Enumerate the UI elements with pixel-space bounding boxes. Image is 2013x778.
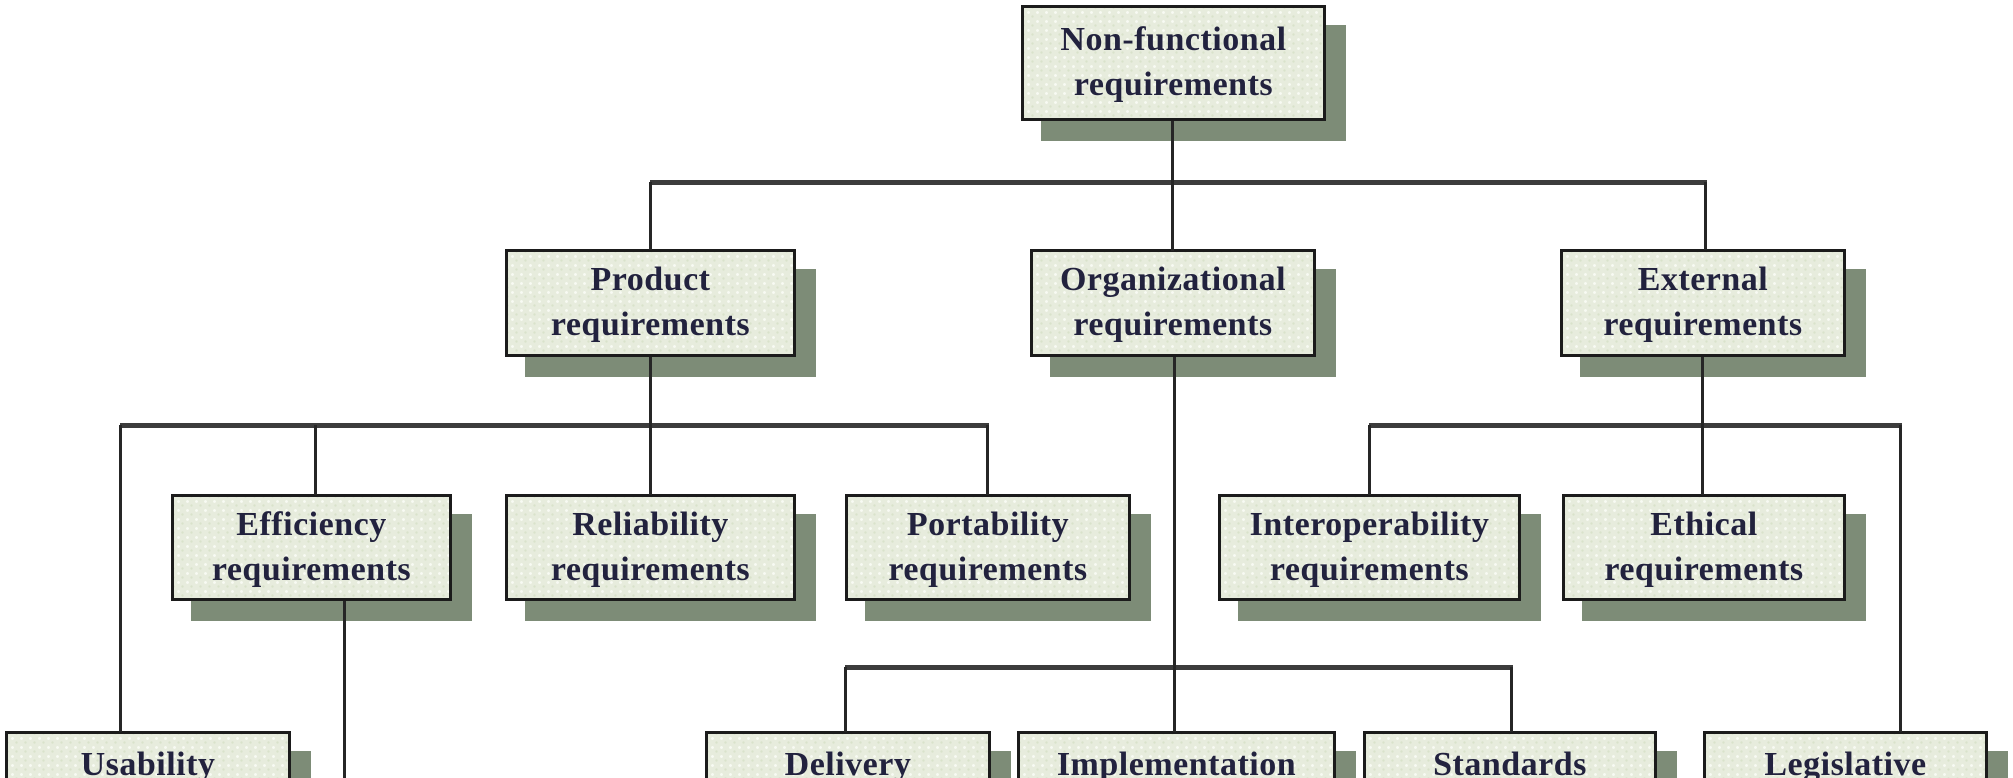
connector-line [1173,357,1176,732]
connector-line [649,182,652,250]
connector-line [986,425,989,495]
node-delivery-requirements: Delivery [705,731,991,778]
node-portability-requirements: Portability requirements [845,494,1131,601]
node-external-requirements: External requirements [1560,249,1846,357]
connector-line [1899,425,1902,732]
connector-line-product-children [120,423,989,428]
connector-line [1171,121,1174,251]
node-reliability-requirements: Reliability requirements [505,494,796,601]
node-label: Delivery [784,746,912,778]
node-interoperability-requirements: Interoperability requirements [1218,494,1521,601]
connector-line [1368,425,1371,495]
node-non-functional-requirements: Non-functional requirements [1021,5,1326,121]
node-implementation-requirements: Implementation [1017,731,1336,778]
connector-line [343,601,346,778]
node-label: Organizational requirements [1059,261,1287,343]
node-standards-requirements: Standards [1363,731,1657,778]
node-ethical-requirements: Ethical requirements [1562,494,1846,601]
connector-line-external-children [1369,423,1902,428]
node-label: Product requirements [550,261,751,343]
node-label: Reliability requirements [550,505,751,588]
node-label: Non-functional requirements [1060,21,1287,103]
connector-line [649,357,652,495]
node-label: Ethical requirements [1604,505,1804,588]
node-organizational-requirements: Organizational requirements [1030,249,1316,357]
node-product-requirements: Product requirements [505,249,796,357]
node-label: Efficiency requirements [211,505,412,588]
connector-line-level1 [650,180,1707,185]
node-label: Implementation [1056,746,1297,778]
connector-line-organizational-children [845,665,1513,670]
node-label: Standards [1433,746,1587,778]
node-label: Usability [80,746,216,778]
node-efficiency-requirements: Efficiency requirements [171,494,452,601]
connector-line [1701,357,1704,495]
connector-line [119,425,122,732]
node-label: External requirements [1603,261,1803,343]
connector-line [844,667,847,732]
node-usability-requirements: Usability [5,731,291,778]
connector-line [1510,667,1513,732]
connector-line [1704,182,1707,250]
node-label: Legislative [1764,746,1927,778]
node-label: Interoperability requirements [1249,505,1490,588]
connector-line [314,425,317,495]
node-legislative-requirements: Legislative [1703,731,1988,778]
node-label: Portability requirements [888,505,1088,588]
